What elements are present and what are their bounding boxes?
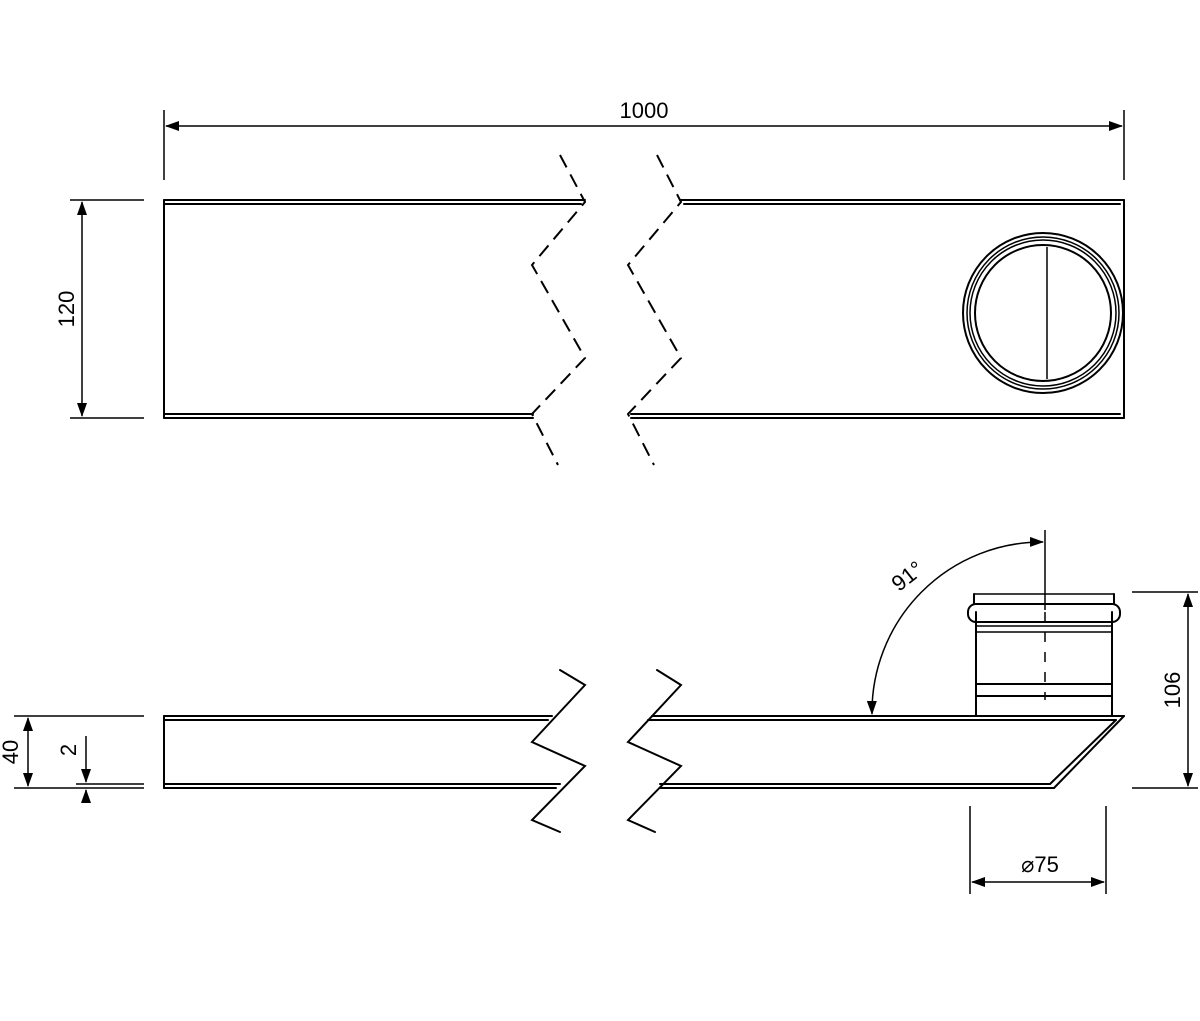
break-line-side-left <box>530 669 587 833</box>
outlet-height-label: 106 <box>1160 672 1185 709</box>
height-label: 40 <box>0 740 23 764</box>
side-view: 91° 40 2 106 ⌀75 <box>0 530 1198 894</box>
length-label: 1000 <box>620 98 669 123</box>
top-view: 1000 120 <box>54 98 1125 466</box>
outlet-circle <box>962 232 1124 394</box>
dimension-outlet-diameter: ⌀75 <box>969 806 1107 894</box>
break-line-right <box>626 154 683 466</box>
dimension-angle: 91° <box>866 536 1044 715</box>
dimension-outlet-height: 106 <box>1132 591 1198 789</box>
width-label: 120 <box>54 291 79 328</box>
dimension-width: 120 <box>54 199 144 419</box>
angle-label: 91° <box>887 556 929 596</box>
outlet-pipe <box>967 530 1121 717</box>
dimension-thickness: 2 <box>56 736 144 803</box>
outlet-diameter-label: ⌀75 <box>1021 852 1059 877</box>
break-line-left <box>530 154 587 466</box>
dimension-height: 40 <box>0 715 144 789</box>
thickness-label: 2 <box>56 744 81 756</box>
dimension-length: 1000 <box>163 98 1125 180</box>
break-line-side-right <box>626 669 683 833</box>
